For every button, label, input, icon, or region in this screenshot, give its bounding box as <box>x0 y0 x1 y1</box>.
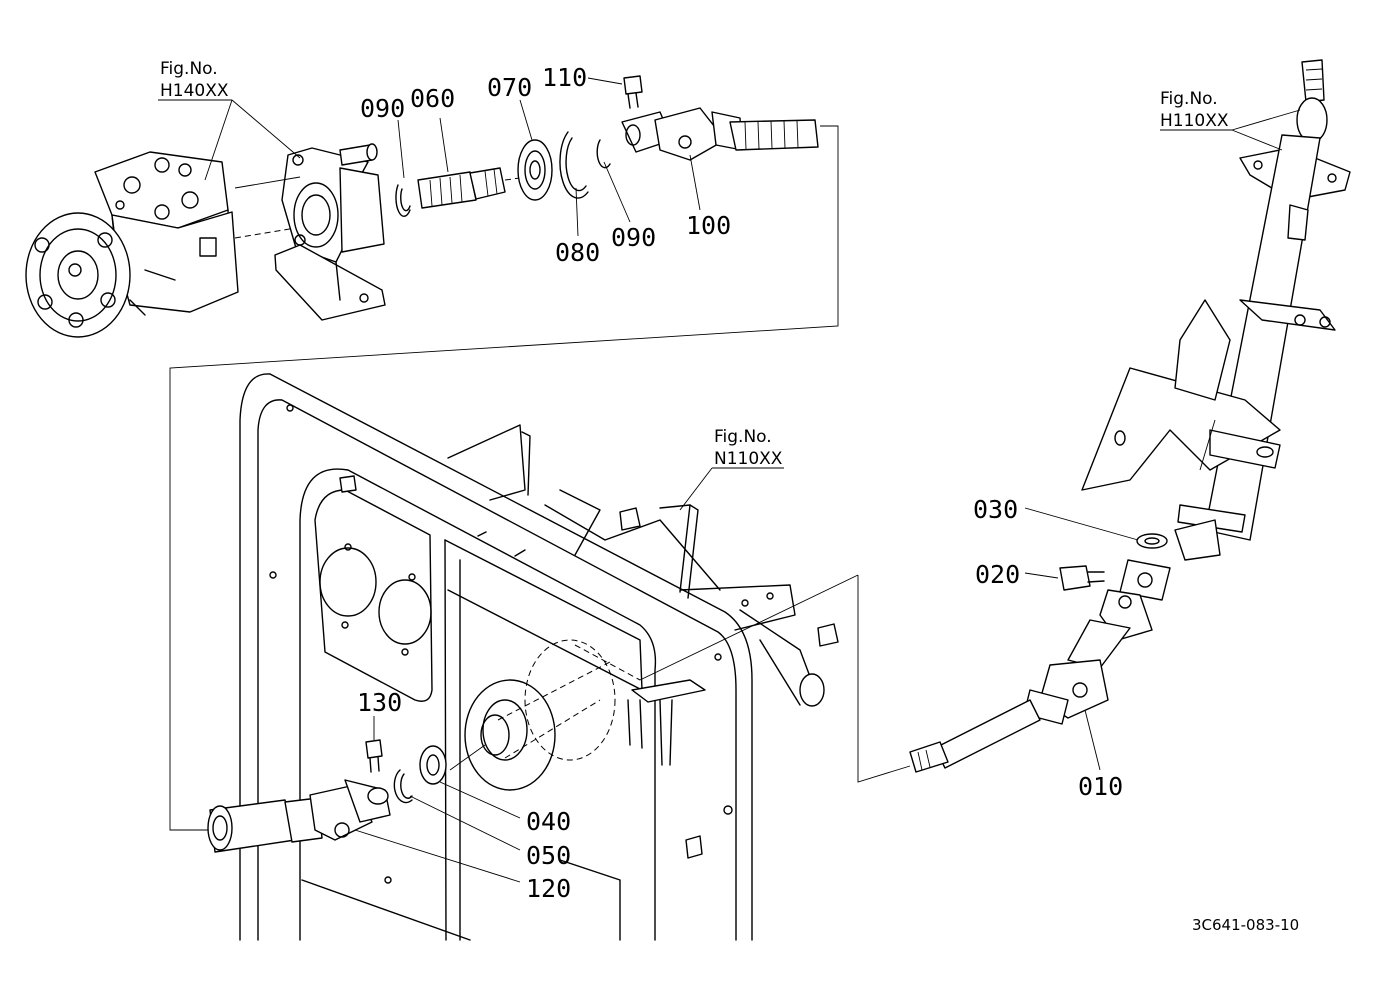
part-label-010: 010 <box>1078 772 1123 801</box>
figure-ref-h140: Fig.No. H140XX <box>160 59 229 101</box>
part-label-060: 060 <box>410 84 455 113</box>
part-label-120: 120 <box>526 874 571 903</box>
part-label-090: 090 <box>611 223 656 252</box>
fig-ref-line1: Fig.No. <box>714 427 772 447</box>
part-label-130: 130 <box>357 688 402 717</box>
part-label-110: 110 <box>542 63 587 92</box>
upper-shaft-parts <box>395 75 819 217</box>
part-label-040: 040 <box>526 807 571 836</box>
part-label-070: 070 <box>487 73 532 102</box>
fig-ref-line2: H140XX <box>160 81 229 101</box>
part-label-050: 050 <box>526 841 571 870</box>
intermediate-shaft <box>909 533 1171 773</box>
steering-pump <box>25 151 321 338</box>
figure-ref-h110: Fig.No. H110XX <box>1160 89 1229 131</box>
part-label-030: 030 <box>973 495 1018 524</box>
fig-ref-line1: Fig.No. <box>1160 89 1218 109</box>
part-label-090: 090 <box>360 94 405 123</box>
lower-ujoint <box>207 739 447 853</box>
drawing-code: 3C641-083-10 <box>1192 916 1299 934</box>
leader-lines <box>158 77 1301 883</box>
part-labels: 110 070 090 060 100 080 090 030 020 010 … <box>357 63 1123 903</box>
fig-ref-line1: Fig.No. <box>160 59 218 79</box>
part-label-100: 100 <box>686 211 731 240</box>
dash-panel <box>239 373 839 941</box>
fig-ref-line2: N110XX <box>714 449 783 469</box>
pump-bracket <box>234 143 386 321</box>
fig-ref-line2: H110XX <box>1160 111 1229 131</box>
figure-ref-n110: Fig.No. N110XX <box>714 427 783 469</box>
steering-column <box>1081 59 1351 561</box>
part-label-080: 080 <box>555 238 600 267</box>
part-label-020: 020 <box>975 560 1020 589</box>
upper-assembly-frame <box>169 125 911 831</box>
